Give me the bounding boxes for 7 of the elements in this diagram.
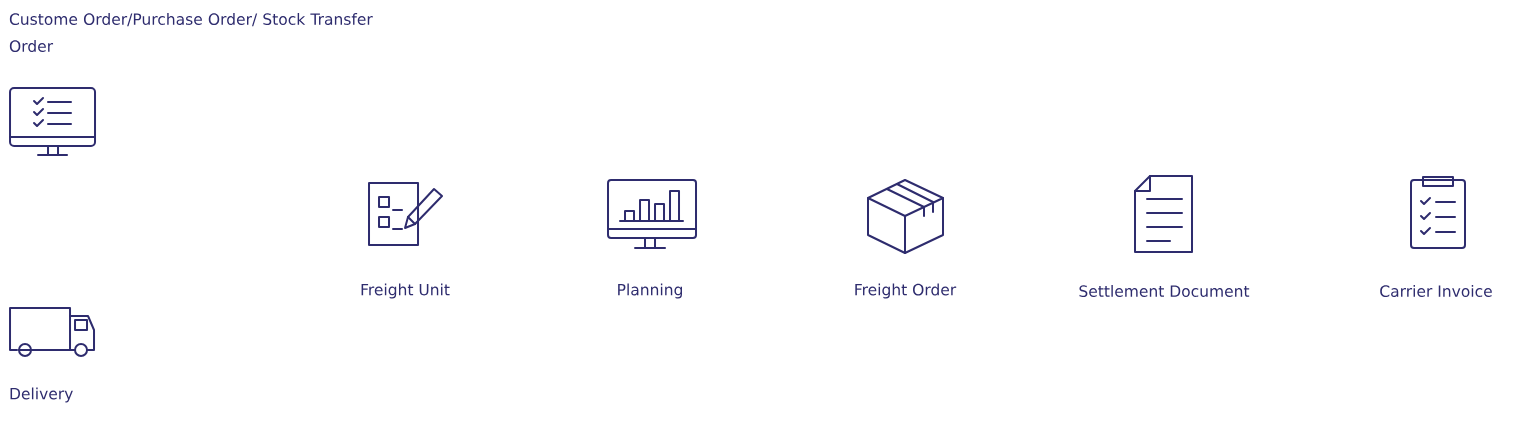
step-label: Carrier Invoice bbox=[1380, 285, 1492, 297]
step-label: Freight Unit bbox=[361, 283, 450, 299]
step-label: Settlement Document bbox=[1079, 285, 1250, 297]
step-label: Delivery bbox=[10, 387, 73, 403]
step-label: Planning bbox=[618, 283, 682, 299]
heading-text: Custome Order/Purchase Order/ Stock Transfer Order bbox=[9, 13, 373, 52]
step-label: Freight Order bbox=[855, 283, 957, 299]
